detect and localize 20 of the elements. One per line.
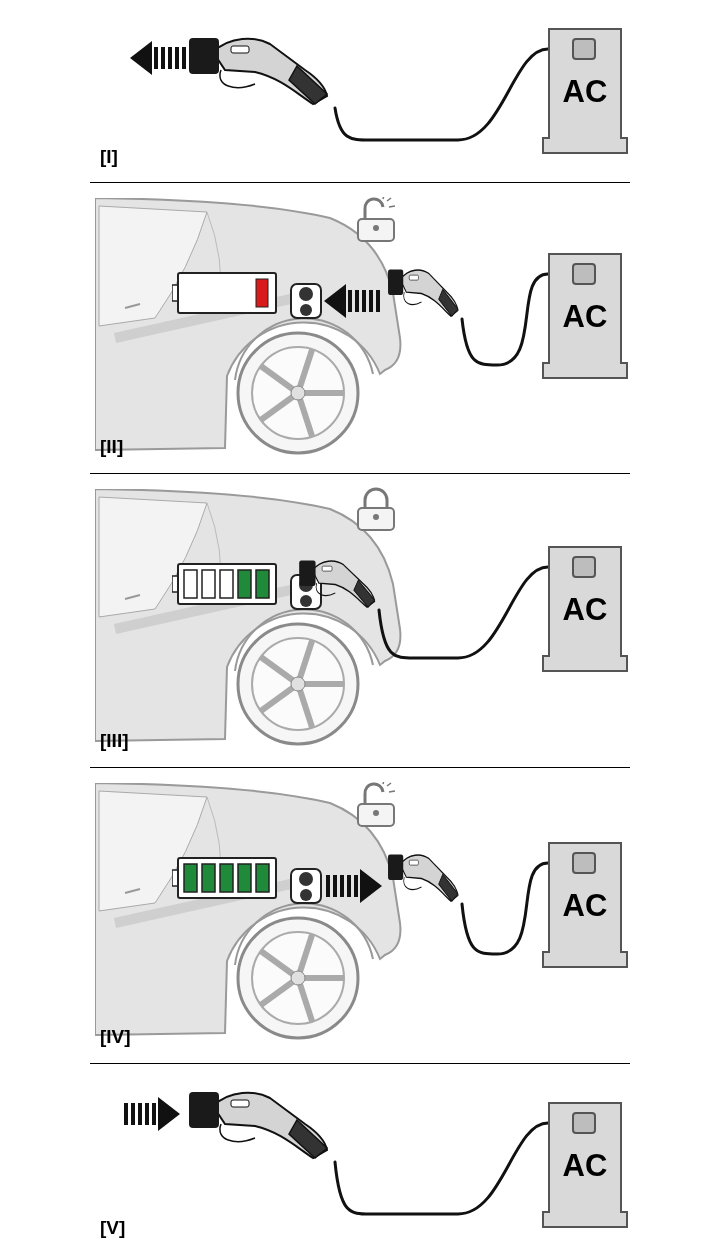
- station-label: AC: [562, 301, 608, 332]
- charging-station: [542, 28, 628, 154]
- step-label: [I]: [100, 145, 118, 169]
- station-label: AC: [562, 76, 608, 107]
- charging-station: [542, 842, 628, 968]
- step-label: [V]: [100, 1216, 126, 1240]
- charging-cable: [333, 1121, 550, 1216]
- station-label: AC: [562, 890, 608, 921]
- step-label: [IV]: [100, 1025, 131, 1049]
- charging-cable: [460, 272, 550, 367]
- charging-cable: [377, 565, 550, 660]
- charging-cable: [460, 861, 550, 956]
- charging-station: [542, 1102, 628, 1228]
- charging-cable: [333, 47, 550, 142]
- station-label: AC: [562, 1150, 608, 1181]
- station-label: AC: [562, 594, 608, 625]
- step-label: [III]: [100, 729, 129, 753]
- charging-station: [542, 546, 628, 672]
- charging-station: [542, 253, 628, 379]
- step-label: [II]: [100, 435, 124, 459]
